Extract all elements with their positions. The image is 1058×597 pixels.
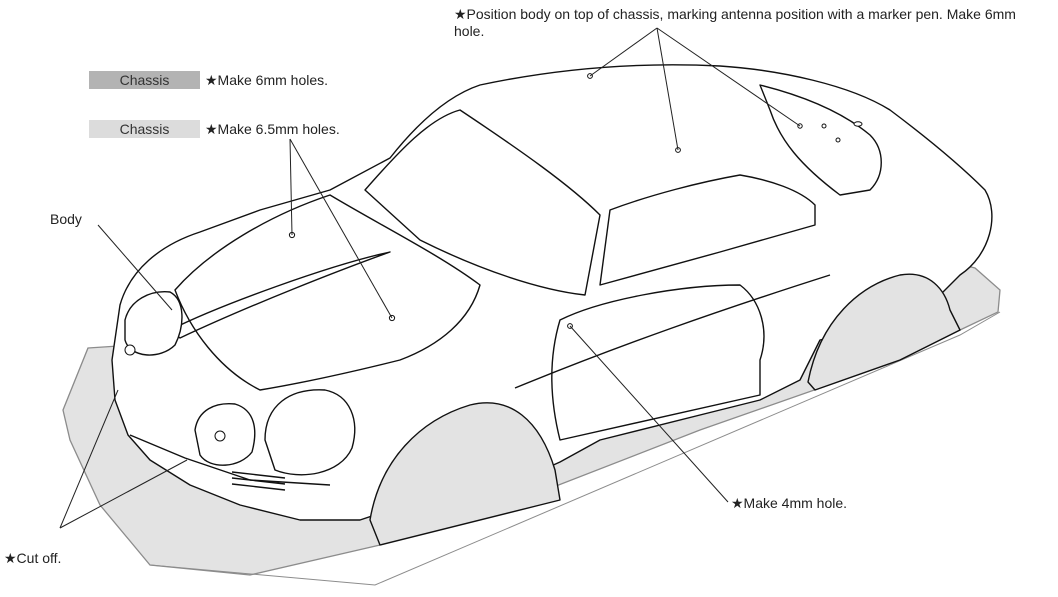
body-swage-line <box>514 274 831 389</box>
mirror-mount <box>124 344 136 356</box>
hood-vent <box>169 251 391 339</box>
chassis-inner-edge <box>62 311 1001 586</box>
side-window <box>599 174 816 286</box>
leader-antenna-center <box>656 27 679 151</box>
wheel-arch-front <box>369 402 561 546</box>
hole-rear-deck-3 <box>835 137 841 143</box>
headlight-outer <box>124 291 183 356</box>
leader-antenna-right <box>656 27 801 127</box>
rear-window <box>759 84 882 196</box>
leader-6-5mm-a <box>289 138 293 236</box>
hole-rear-deck-4 <box>853 121 863 127</box>
leader-door-hole <box>569 325 729 503</box>
body-label: Body <box>50 211 82 227</box>
hood-panel <box>174 194 481 391</box>
door-line <box>551 284 765 441</box>
light-mount <box>214 430 226 442</box>
legend-swatch-6mm: Chassis <box>89 71 200 89</box>
leader-antenna-left <box>589 27 658 77</box>
leader-cut-off-a <box>59 389 119 529</box>
antenna-callout-line1: ★Position body on top of chassis, markin… <box>454 6 1016 22</box>
door-hole-callout: ★Make 4mm hole. <box>731 495 848 511</box>
legend-note-6mm: ★Make 6mm holes. <box>205 72 329 88</box>
windshield <box>364 109 601 296</box>
body-shell <box>111 64 993 546</box>
leader-lines <box>59 27 801 529</box>
hole-rear-deck-2 <box>821 123 827 129</box>
antenna-callout-line2: hole. <box>454 23 485 39</box>
cut-off-callout: ★Cut off. <box>4 550 62 566</box>
leader-6-5mm-b <box>289 138 393 319</box>
front-bumper <box>129 434 331 486</box>
legend-swatch-6-5mm: Chassis <box>89 120 200 138</box>
leader-cut-off-b <box>59 459 188 529</box>
wheel-arch-rear <box>807 273 961 391</box>
leader-body <box>97 224 173 311</box>
headlight-left <box>264 389 356 476</box>
legend-note-6-5mm: ★Make 6.5mm holes. <box>205 121 340 137</box>
